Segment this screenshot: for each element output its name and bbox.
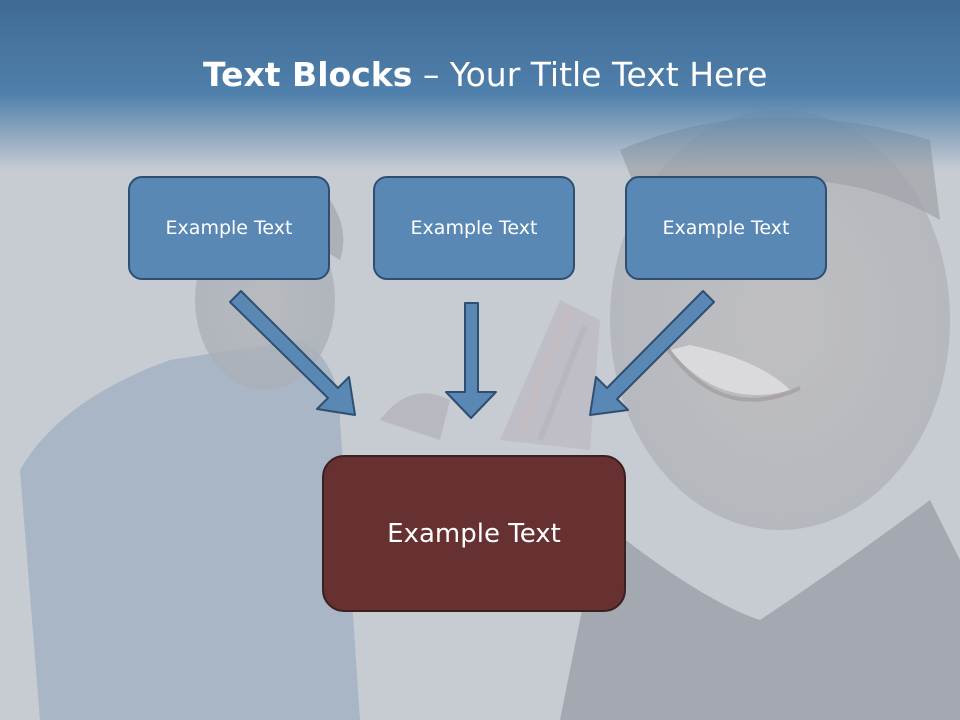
text-block-center[interactable]: Example Text <box>373 176 575 280</box>
arrow-right-diagonal <box>589 290 715 416</box>
text-block-result[interactable]: Example Text <box>322 455 626 612</box>
slide-title: Text Blocks – Your Title Text Here <box>203 52 767 98</box>
title-band <box>0 0 960 170</box>
text-block-right[interactable]: Example Text <box>625 176 827 280</box>
title-regular-text: – Your Title Text Here <box>412 55 768 94</box>
text-block-center-label: Example Text <box>410 217 538 239</box>
text-block-left[interactable]: Example Text <box>128 176 330 280</box>
arrow-left-diagonal <box>229 290 356 416</box>
title-bold-text: Text Blocks <box>203 55 413 94</box>
text-block-right-label: Example Text <box>662 217 790 239</box>
arrow-center-down <box>445 302 497 419</box>
text-block-result-label: Example Text <box>387 518 561 549</box>
text-block-left-label: Example Text <box>165 217 293 239</box>
